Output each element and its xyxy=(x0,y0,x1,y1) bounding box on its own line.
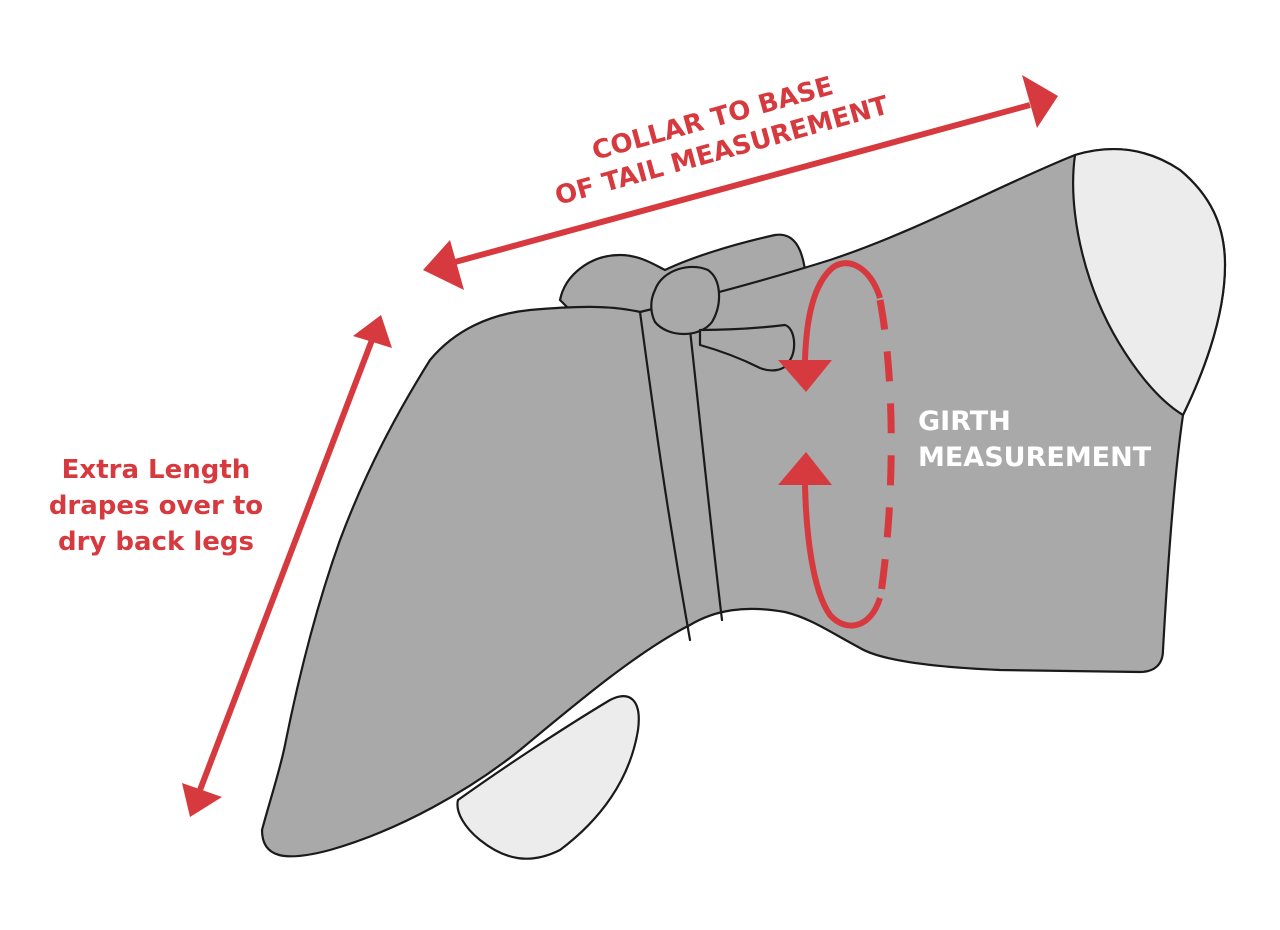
back-leg-shape xyxy=(456,695,640,860)
girth-label-line1: GIRTH xyxy=(918,406,1011,437)
collar-arrow-head-left xyxy=(423,240,464,290)
collar-to-tail-arrow xyxy=(423,75,1058,290)
length-arrow-shaft xyxy=(197,338,375,792)
girth-dashed-back xyxy=(876,299,895,601)
coat-body-shape xyxy=(260,148,1227,858)
collar-arrow-shaft xyxy=(454,102,1031,265)
neck-knot-shape xyxy=(650,265,721,335)
extra-length-arrow xyxy=(182,315,392,817)
extra-label-line1: Extra Length xyxy=(62,455,251,485)
girth-arrow-head-lower xyxy=(778,452,832,485)
length-arrow-head-bottom xyxy=(182,783,222,817)
girth-upper-curve xyxy=(802,260,883,361)
extra-label-line2: drapes over to xyxy=(49,491,263,521)
strap-seam-left xyxy=(638,310,692,642)
extra-label-line3: dry back legs xyxy=(58,527,254,557)
collar-arrow-head-right xyxy=(1022,75,1058,128)
girth-lower-curve xyxy=(802,484,883,629)
girth-arrow xyxy=(778,260,895,629)
front-leg-patch-shape xyxy=(1072,148,1227,417)
girth-arrow-head-upper xyxy=(778,360,832,392)
girth-label-line2: MEASUREMENT xyxy=(918,442,1152,473)
strap-seam-right xyxy=(688,328,724,622)
length-arrow-head-top xyxy=(353,315,392,348)
